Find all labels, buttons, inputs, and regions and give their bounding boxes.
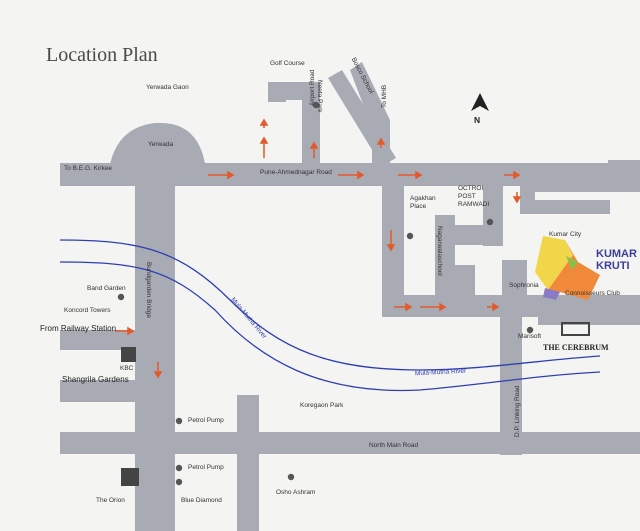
agakhan-road (382, 186, 404, 311)
label-pune-ahmednagar-road: Pune-Ahmednagar Road (260, 169, 332, 176)
label-the-cerebrum: THE CEREBRUM (543, 343, 609, 352)
golf-course-stub (268, 82, 286, 102)
kbc-marker (121, 347, 136, 362)
direction-arrows (115, 118, 522, 379)
label-bundgarden-bridge: Bundgarden Bridge (145, 262, 152, 319)
label-north-main-road: North Main Road (369, 442, 419, 449)
dp-linking-road (500, 315, 522, 455)
label-kbc: KBC (120, 365, 134, 372)
rivers (59, 239, 601, 392)
railway-station-road (60, 330, 140, 350)
label-to-beg-kirkee: To B.E.G. Kirkee (64, 165, 113, 172)
koregaon-cross-road (237, 395, 259, 531)
north-main-road (60, 432, 640, 454)
label-petrol-pump-1: Petrol Pump (188, 417, 224, 424)
label-koncord-towers: Koncord Towers (64, 307, 111, 314)
label-kumar-city: Kumar City (549, 231, 582, 238)
label-octroi-post-ramwadi: OCTROI POST RAMWADI (458, 185, 490, 209)
brand-line-2: KRUTI (596, 259, 630, 272)
label-yerwada: Yerwada (148, 141, 174, 148)
label-golf-course: Golf Course (270, 60, 305, 67)
label-koregaon-park: Koregaon Park (300, 402, 344, 409)
north-label: N (474, 115, 481, 125)
label-to-mhb: To MHB (381, 84, 388, 108)
nagarwala-stub (455, 265, 475, 300)
label-yerwada-gaon: Yerwada Gaon (146, 84, 189, 91)
sophronia-road (502, 260, 527, 300)
kumar-city-road (520, 200, 610, 214)
label-connoisseurs-club: Connoisseurs Club (565, 290, 620, 297)
east-road-end (520, 160, 640, 210)
octroi-road (483, 186, 503, 246)
roads (60, 62, 640, 531)
nagarwala-road (435, 215, 455, 300)
landmark-dots (117, 101, 534, 486)
label-marisoft: Marisoft (518, 333, 542, 340)
river-upper (59, 239, 601, 371)
brand-kumar-kruti: KUMAR KRUTI (596, 248, 637, 272)
cerebrum-road (538, 315, 640, 325)
label-shangrila-gardens: Shangrila Gardens (62, 375, 129, 384)
east-cross-road (382, 295, 640, 317)
label-osho-ashram: Osho Ashram (276, 489, 316, 496)
label-dp-linking-road: D.P. Linking Road (514, 385, 521, 437)
label-petrol-pump-2: Petrol Pump (188, 464, 224, 471)
kumar-kruti-site (535, 236, 600, 300)
pune-ahmednagar-road (60, 163, 608, 186)
label-nagarwala-school: Nagarwalaschool (436, 226, 443, 276)
orion-marker (121, 468, 139, 486)
label-sophronia: Sophronia (509, 282, 539, 289)
label-from-railway-station: From Railway Station (40, 324, 117, 333)
label-the-orion: The Orion (96, 497, 125, 504)
north-arrow (471, 93, 489, 111)
page-title: Location Plan (46, 44, 158, 66)
label-airport-road: Airport Road (309, 69, 316, 107)
river-lower (59, 261, 601, 392)
brand-line-1: KUMAR (596, 248, 637, 260)
label-band-garden: Band Garden (87, 285, 126, 292)
cerebrum-marker (561, 322, 590, 336)
bundgarden-bridge-road (135, 163, 175, 531)
label-blue-diamond: Blue Diamond (181, 497, 222, 504)
label-agakhan-place: Agakhan Place (410, 195, 436, 210)
shangrila-road (60, 380, 140, 402)
